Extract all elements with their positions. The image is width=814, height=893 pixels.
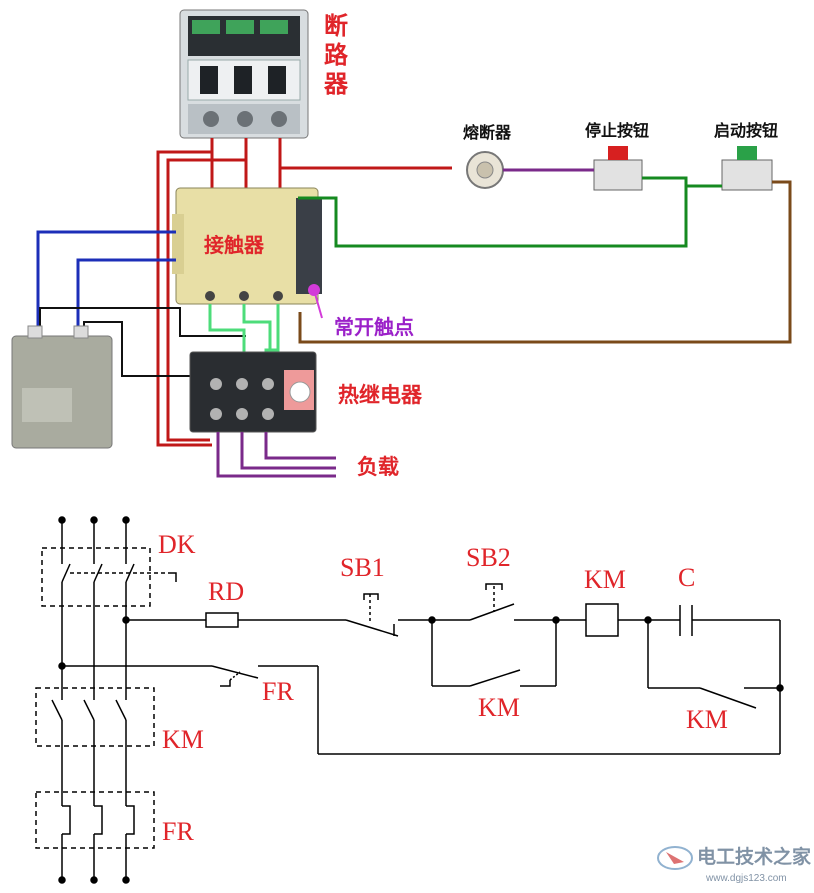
label-km-main: KM xyxy=(162,725,204,754)
label-sb2: SB2 xyxy=(466,543,511,572)
schematic xyxy=(35,516,784,884)
blue-wires xyxy=(36,230,176,330)
watermark-logo-icon xyxy=(657,846,693,870)
km-coil-symbol xyxy=(585,603,619,637)
watermark: 电工技术之家 www.dgjs123.com xyxy=(657,845,812,884)
label-km-aux-start: KM xyxy=(478,693,520,722)
breaker-label: 断 路 器 xyxy=(323,12,349,98)
label-sb1: SB1 xyxy=(340,553,385,582)
load-label: 负载 xyxy=(357,455,399,479)
rd-fuse-symbol xyxy=(205,612,239,628)
schematic-labels: DK RD SB1 SB2 KM C FR KM KM KM FR xyxy=(158,530,728,846)
black-wire-cap xyxy=(83,321,190,377)
circuit-breaker-device xyxy=(179,9,309,139)
thermal-relay-device xyxy=(189,351,317,433)
breaker-label-char-3: 器 xyxy=(323,70,349,98)
contactor-device: 接触器 xyxy=(172,187,322,305)
wiring-photo: 断 路 器 接触器 熔断器 xyxy=(11,9,792,479)
label-km-coil: KM xyxy=(584,565,626,594)
capacitor-device xyxy=(11,325,113,449)
no-contact-label: 常开触点 xyxy=(334,315,414,339)
load-wires xyxy=(216,432,336,478)
red-wires xyxy=(156,138,452,447)
stop-button-device xyxy=(593,146,643,191)
no-contact-pointer xyxy=(313,289,323,319)
km-main-box xyxy=(35,687,155,747)
breaker-label-char-1: 断 xyxy=(324,12,348,40)
breaker-label-char-2: 路 xyxy=(324,41,349,69)
thermal-relay-label: 热继电器 xyxy=(338,383,423,407)
label-km-aux-cap: KM xyxy=(686,705,728,734)
fr-main-box xyxy=(35,791,155,849)
control-wires xyxy=(298,168,792,344)
label-fr-main: FR xyxy=(162,817,194,846)
black-wire-cap-2 xyxy=(39,307,246,337)
start-button-device xyxy=(721,146,773,191)
watermark-title: 电工技术之家 xyxy=(697,845,812,868)
contactor-label: 接触器 xyxy=(204,233,265,257)
dk-box xyxy=(41,547,151,607)
fuse-label: 熔断器 xyxy=(463,123,512,142)
stop-button-label: 停止按钮 xyxy=(585,121,649,140)
label-dk: DK xyxy=(158,530,196,559)
label-fr-contact: FR xyxy=(262,677,294,706)
watermark-url: www.dgjs123.com xyxy=(705,873,787,884)
label-rd: RD xyxy=(208,577,244,606)
label-c: C xyxy=(678,563,695,592)
start-button-label: 启动按钮 xyxy=(714,121,778,140)
fuse-device xyxy=(466,151,504,189)
